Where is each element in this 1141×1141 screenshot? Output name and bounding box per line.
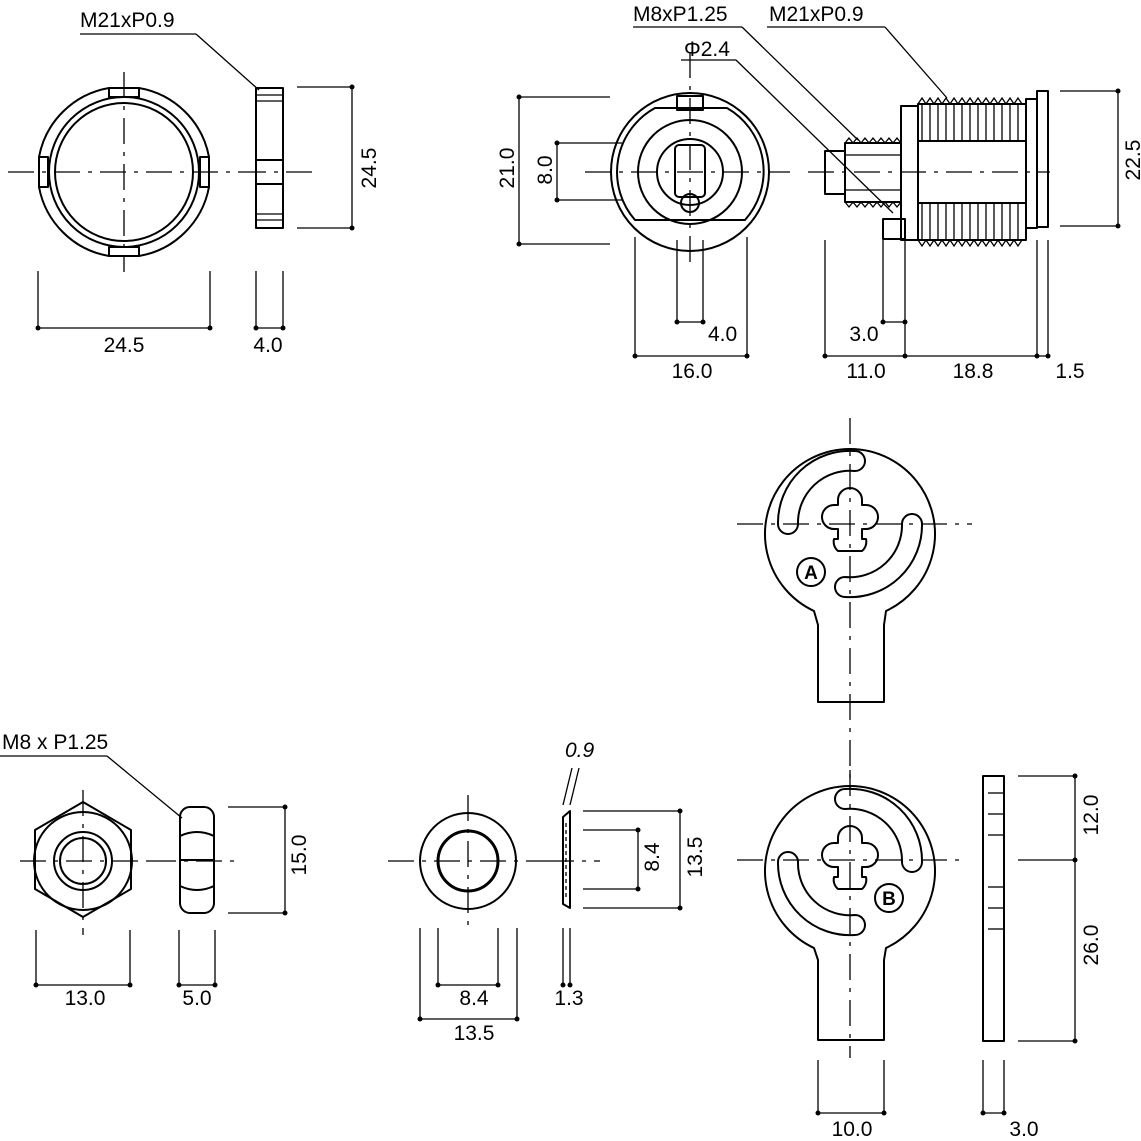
lock-body-side-view: [808, 90, 1050, 248]
face-height-dim: 21.0: [496, 148, 519, 189]
body-large-thread-callout: M21xP0.9: [769, 3, 864, 26]
hex-nut-front-view: [20, 790, 150, 935]
lock-body-dimensions: M8xP1.25 M21xP0.9 22.5 3.0 11.0 18.8 1.5: [633, 3, 1141, 383]
ring-nut-dimensions: M21xP0.9 24.5 24.5 4.0: [35, 9, 381, 357]
ring-nut-thread-callout: M21xP0.9: [80, 9, 175, 32]
slot-width-dim: 4.0: [708, 323, 737, 346]
ring-nut-side-view: [240, 87, 312, 229]
ring-nut-thickness-dim: 4.0: [253, 334, 282, 357]
slot-height-dim: 8.0: [534, 155, 557, 184]
cam-thickness-dim: 3.0: [1009, 1118, 1038, 1141]
hex-nut-thread-callout: M8 x P1.25: [2, 731, 108, 754]
cam-a-label: A: [804, 563, 818, 584]
face-width-dim: 16.0: [672, 360, 713, 383]
washer-side-thickness-dim: 1.3: [554, 987, 583, 1010]
washer-side-view: [548, 810, 600, 909]
thread-length-dim: 18.8: [953, 360, 994, 383]
hex-nut-thickness-dim: 5.0: [182, 987, 211, 1010]
washer-outer-width-dim: 13.5: [454, 1022, 495, 1045]
ring-nut-width-dim: 24.5: [104, 334, 145, 357]
body-height-dim: 22.5: [1122, 140, 1141, 181]
cam-arm-width-dim: 10.0: [832, 1118, 873, 1141]
flange-thickness-dim: 1.5: [1055, 360, 1084, 383]
cam-a: A: [737, 418, 972, 790]
hex-nut-side-view: [150, 806, 240, 914]
washer-dimensions: 0.9 8.4 13.5 8.4 13.5 1.3: [417, 739, 707, 1045]
body-small-thread-callout: M8xP1.25: [633, 3, 728, 26]
cam-lower-length-dim: 26.0: [1080, 925, 1103, 966]
washer-thickness-callout: 0.9: [565, 739, 595, 762]
hex-nut-width-dim: 13.0: [65, 987, 106, 1010]
washer-inner-width-dim: 8.4: [459, 987, 489, 1010]
cam-upper-length-dim: 12.0: [1080, 795, 1103, 836]
pin-length-dim: 3.0: [849, 323, 878, 346]
cam-dimensions: 10.0 12.0 26.0 3.0: [815, 773, 1103, 1141]
ring-nut-front-view: [8, 72, 240, 272]
washer-inner-height-dim: 8.4: [641, 842, 664, 872]
lock-face-dimensions: 21.0 8.0 4.0 16.0 Φ2.4: [496, 38, 894, 383]
front-length-dim: 11.0: [846, 360, 885, 383]
hex-nut-dimensions: M8 x P1.25 15.0 13.0 5.0: [0, 731, 311, 1010]
washer-front-view: [388, 795, 548, 928]
hex-nut-height-dim: 15.0: [288, 835, 311, 876]
washer-outer-height-dim: 13.5: [684, 837, 707, 878]
cam-b: B: [737, 770, 962, 1058]
cam-b-label: B: [882, 889, 896, 910]
pin-diameter-callout: Φ2.4: [684, 38, 730, 61]
lock-face-front-view: [585, 52, 790, 262]
ring-nut-height-dim: 24.5: [358, 148, 381, 189]
